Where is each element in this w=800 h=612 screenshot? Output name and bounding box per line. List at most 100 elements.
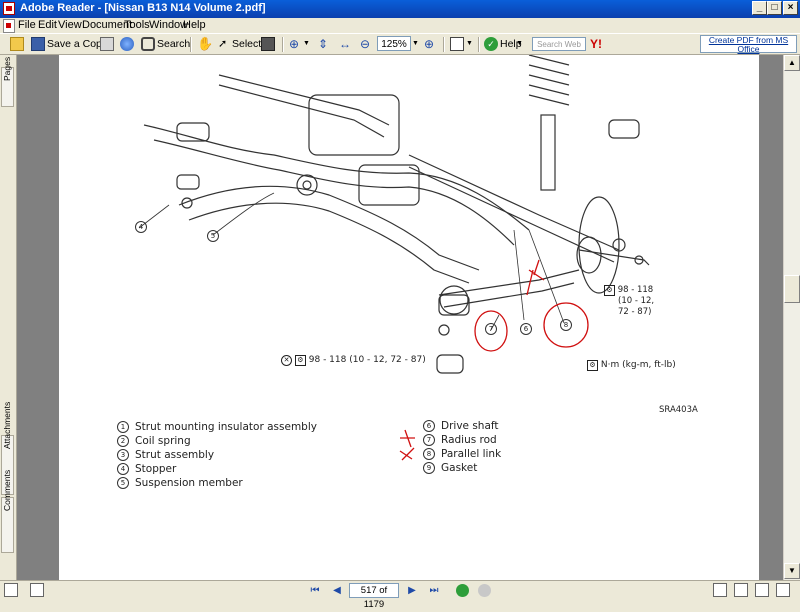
go-back-icon[interactable] — [456, 584, 469, 597]
create-pdf-button[interactable]: Create PDF from MS Office — [700, 35, 797, 54]
callout-8-number: 8 — [560, 319, 572, 331]
legend-number: 2 — [117, 435, 129, 447]
legend-text: Coil spring — [135, 435, 191, 447]
adobe-reader-icon — [3, 2, 15, 15]
page-thumbnail-icon[interactable] — [30, 583, 44, 597]
zoom-in-tool-icon[interactable]: ⊕ — [289, 37, 300, 51]
attachments-tab[interactable]: Attachments — [1, 402, 14, 495]
legend-number: 4 — [117, 463, 129, 475]
toolbar-separator — [282, 37, 284, 52]
menu-document[interactable]: Document — [82, 19, 133, 31]
vertical-scrollbar[interactable]: ▲ ▼ — [783, 55, 800, 580]
toolbar-separator — [443, 37, 445, 52]
wrench-icon: ⚙ — [604, 285, 615, 296]
document-view[interactable]: 4 5 7 6 8 ✕ ⚙ 98 - 118 (10 - 12, 72 - 87… — [17, 55, 783, 580]
next-page-icon[interactable]: ▶ — [408, 585, 416, 596]
help-icon[interactable]: ✓ — [484, 37, 498, 51]
previous-page-icon[interactable]: ◀ — [333, 585, 341, 596]
title-bar: Adobe Reader - [Nissan B13 N14 Volume 2.… — [0, 0, 800, 18]
pages-tab[interactable]: Pages — [1, 57, 14, 107]
red-annotation-marks — [399, 259, 589, 461]
zoom-level-dropdown-icon[interactable]: ▼ — [412, 40, 419, 47]
torque-spec-side: ⚙ 98 - 118 (10 - 12, 72 - 87) — [604, 285, 654, 318]
callout-6: 6 — [520, 323, 538, 335]
help-dropdown-icon[interactable]: ▼ — [516, 40, 523, 47]
print-icon[interactable] — [100, 37, 114, 51]
select-tool-button[interactable]: Select — [232, 38, 262, 50]
zoom-in-icon[interactable]: ⊕ — [424, 37, 435, 51]
go-forward-icon[interactable] — [478, 584, 491, 597]
menu-file[interactable]: File — [18, 19, 36, 31]
zoom-dropdown-icon[interactable]: ▼ — [303, 40, 310, 47]
close-button[interactable]: × — [783, 1, 798, 15]
menu-tools[interactable]: Tools — [124, 19, 150, 31]
legend-item: 5 Suspension member — [117, 476, 317, 490]
menu-view[interactable]: View — [58, 19, 82, 31]
menu-bar: File Edit View Document Tools Window Hel… — [0, 18, 800, 33]
legend-number: 5 — [117, 477, 129, 489]
select-cursor-icon[interactable]: ➚ — [218, 38, 228, 50]
save-a-copy-button[interactable]: Save a Copy — [47, 38, 108, 50]
comments-tab[interactable]: Comments — [1, 470, 14, 553]
zoom-level-field[interactable]: 125% — [377, 36, 411, 51]
snapshot-icon[interactable] — [261, 37, 275, 51]
units-note: ⚙ N·m (kg-m, ft-lb) — [587, 360, 676, 371]
minimize-button[interactable]: _ — [752, 1, 767, 15]
legend-item: 2 Coil spring — [117, 434, 317, 448]
navigation-panel: Pages Attachments Comments — [0, 55, 17, 580]
continuous-view-icon[interactable] — [734, 583, 748, 597]
yahoo-icon[interactable]: Y! — [590, 37, 602, 51]
legend-number: 9 — [423, 462, 435, 474]
legend-text: Stopper — [135, 463, 177, 475]
first-page-icon[interactable]: ⏮ — [310, 585, 320, 596]
no-reuse-icon: ✕ — [281, 355, 292, 366]
facing-view-icon[interactable] — [755, 583, 769, 597]
binoculars-icon[interactable] — [141, 37, 155, 51]
open-folder-icon[interactable] — [10, 37, 24, 51]
legend-item: 4 Stopper — [117, 462, 317, 476]
page-layout-dropdown-icon[interactable]: ▼ — [466, 40, 473, 47]
fit-width-icon[interactable]: ↔ — [339, 37, 351, 51]
scroll-down-arrow-icon[interactable]: ▼ — [784, 563, 800, 579]
last-page-icon[interactable]: ⏭ — [429, 585, 439, 596]
fit-page-icon[interactable]: ⇕ — [318, 37, 329, 51]
menu-window[interactable]: Window — [149, 19, 189, 31]
page-size-icon[interactable] — [4, 583, 18, 597]
search-button[interactable]: Search — [157, 38, 191, 50]
scrollbar-thumb[interactable] — [784, 275, 800, 303]
menu-edit[interactable]: Edit — [38, 19, 57, 31]
save-icon[interactable] — [31, 37, 45, 51]
legend-text: Strut mounting insulator assembly — [135, 421, 317, 433]
menu-help[interactable]: Help — [183, 19, 206, 31]
single-page-view-icon[interactable] — [713, 583, 727, 597]
pages-tab-label: Pages — [2, 56, 12, 81]
pdf-page: 4 5 7 6 8 ✕ ⚙ 98 - 118 (10 - 12, 72 - 87… — [59, 55, 759, 580]
callout-7-number: 7 — [485, 323, 497, 335]
document-icon[interactable] — [3, 19, 15, 33]
scroll-up-arrow-icon[interactable]: ▲ — [784, 55, 800, 71]
continuous-facing-view-icon[interactable] — [776, 583, 790, 597]
search-web-input[interactable]: Search Web — [532, 37, 586, 51]
legend-number: 8 — [423, 448, 435, 460]
zoom-out-icon[interactable]: ⊖ — [360, 37, 371, 51]
legend-text: Drive shaft — [441, 420, 499, 432]
page-layout-icon[interactable] — [450, 37, 464, 51]
legend-number: 7 — [423, 434, 435, 446]
help-button[interactable]: Help — [500, 38, 522, 50]
units-text: N·m (kg-m, ft-lb) — [600, 360, 676, 370]
page-number-field[interactable]: 517 of 1179 — [349, 583, 399, 610]
torque-spec-main-text: 98 - 118 (10 - 12, 72 - 87) — [308, 355, 426, 365]
torque-side-line-1: 98 - 118 — [617, 285, 654, 295]
callout-5: 5 — [207, 230, 225, 242]
attachments-tab-label: Attachments — [2, 401, 12, 449]
maximize-button[interactable]: □ — [767, 1, 782, 15]
hand-tool-icon[interactable]: ✋ — [197, 36, 214, 51]
email-icon[interactable] — [120, 37, 134, 51]
legend-text: Suspension member — [135, 477, 243, 489]
